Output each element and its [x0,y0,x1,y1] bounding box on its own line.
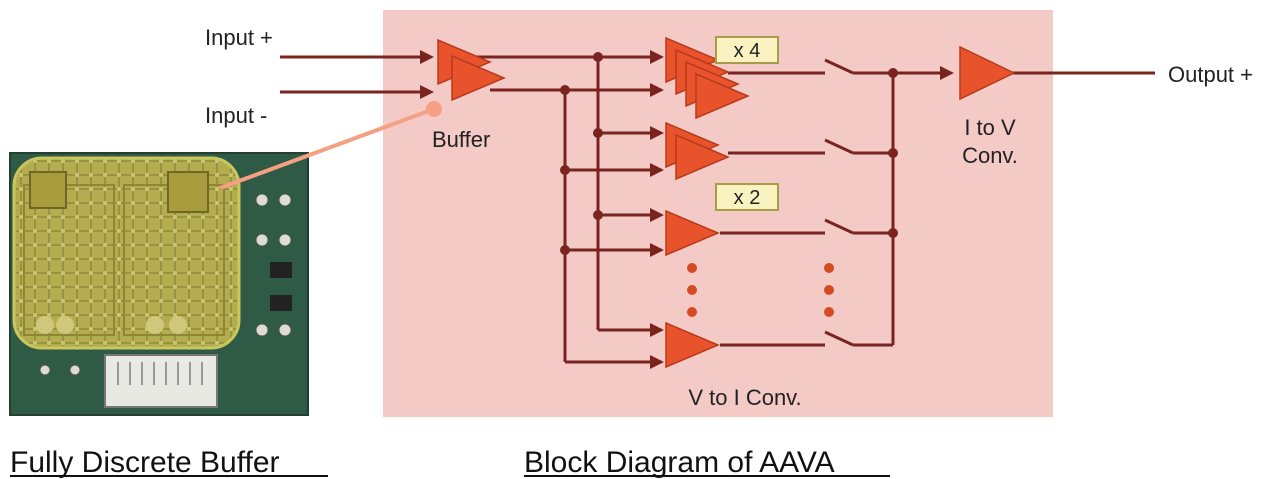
junction-dots [560,52,898,255]
input-minus-label: Input - [205,103,267,128]
gain-box-x2: x 2 [715,183,779,211]
ellipsis-dots [687,263,834,317]
v-to-i-label: V to I Conv. [688,385,801,410]
output-plus-label: Output + [1168,62,1253,87]
gain-label-x4: x 4 [734,40,761,62]
input-plus-label: Input + [205,25,273,50]
pcb-photo [9,152,309,416]
gain-label-x2: x 2 [734,187,761,209]
buffer-pointer-line [219,107,435,190]
buffer-label: Buffer [432,127,490,152]
i-to-v-label-line1: I to V [964,115,1016,140]
i-to-v-amplifier [959,45,1016,101]
buffer-pointer-dot [426,101,442,117]
caption-left: Fully Discrete Buffer [10,446,280,479]
wiring [280,55,1155,364]
gain-box-x4: x 4 [715,36,779,64]
arrowheads [420,50,954,369]
buffer-amplifier [426,39,505,117]
i-to-v-label-line2: Conv. [962,143,1018,168]
caption-right: Block Diagram of AAVA [524,446,835,479]
pcb-connector [104,354,218,408]
